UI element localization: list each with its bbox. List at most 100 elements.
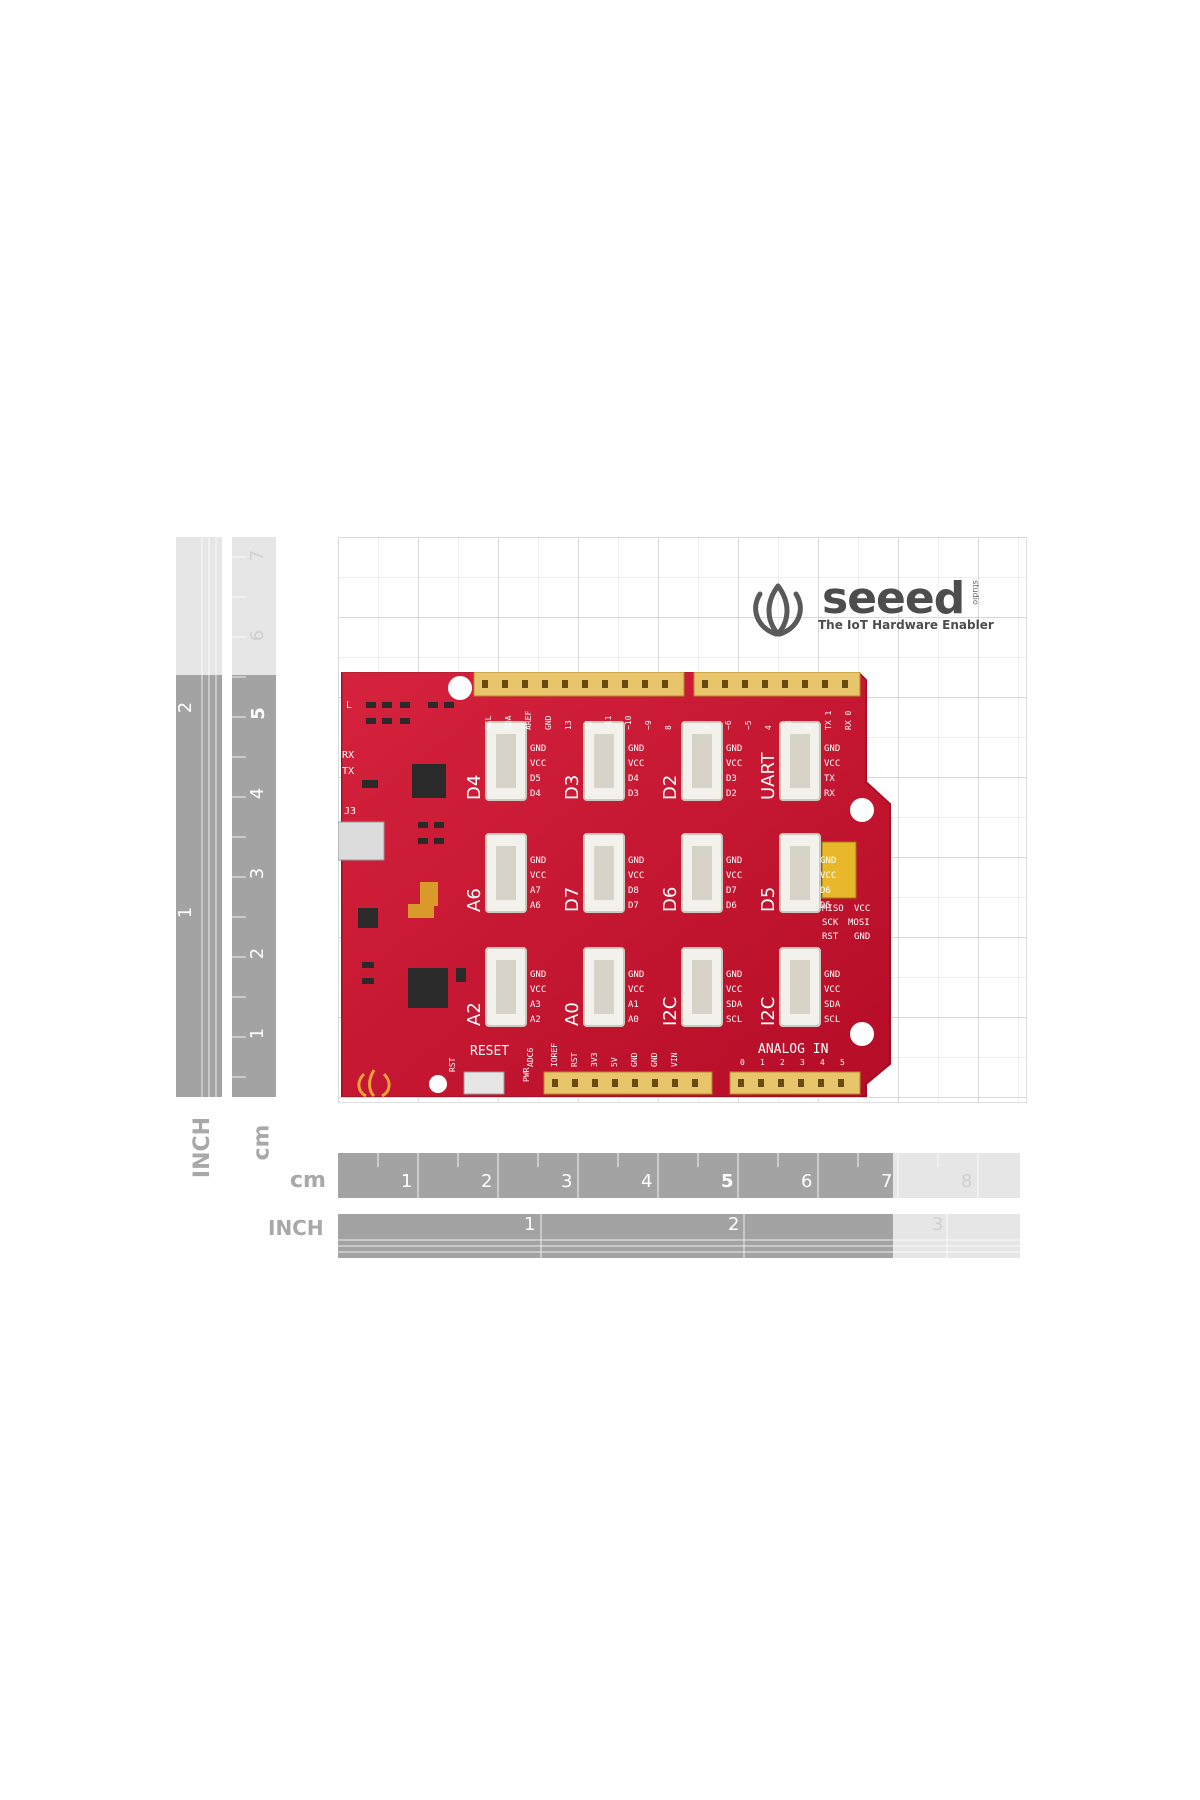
header-label: ~10 [624,715,633,730]
port-name-d4: D4 [464,774,485,800]
pin-label: D5 [530,774,541,784]
usb-chip [412,764,446,798]
pin-label: SDA [824,1000,841,1010]
pin-label: GND [726,856,743,866]
analog-number: 4 [820,1058,825,1067]
analog-in-label: ANALOG IN [758,1042,829,1057]
pin-label: GND [628,970,645,980]
horizontal-inch-ruler: 1 2 3 [338,1214,1020,1258]
led-l-label: L [346,700,353,711]
port-name-d6: D6 [660,886,681,912]
port-name-d5: D5 [758,886,779,912]
pin-label: SCL [726,1015,743,1025]
usb-j3-label: J3 [344,806,357,817]
mounting-hole [850,798,874,822]
capacitor [408,904,434,918]
pin-label: GND [530,970,547,980]
analog-number: 2 [780,1058,785,1067]
port-name-d3: D3 [562,774,583,800]
header-label: ~3 [784,720,793,730]
analog-number: 3 [800,1058,805,1067]
header-label: ~9 [644,720,653,730]
led-tx-label: TX [342,766,355,777]
mounting-hole [448,676,472,700]
vertical-inch-ruler: 2 1 [176,537,222,1097]
reset-button [463,1071,505,1095]
port-name-a0: A0 [562,1002,583,1026]
header-label: GND [650,1052,659,1067]
header-label: ~5 [744,720,753,730]
pwr-label: PWR [522,1067,531,1082]
icsp-label: GND [854,932,871,942]
pin-label: GND [530,744,547,754]
pin-label: A6 [530,901,541,911]
transistor [358,908,378,928]
pin-label: D4 [628,774,639,784]
port-name-i2c-2: I2C [758,996,779,1026]
pin-label: VCC [824,985,841,995]
header-label: 2 [804,725,813,730]
top-header-right [693,672,861,697]
header-label: TX 1 [824,710,833,730]
mounting-hole [429,1075,447,1093]
header-label: RX 0 [844,710,853,730]
header-label: 5V [610,1057,619,1067]
horizontal-cm-ruler: 1 2 3 4 5 6 7 8 [338,1153,1020,1198]
header-label: ~11 [604,715,613,730]
brand-name: seeed [822,573,965,624]
horizontal-inch-number: 2 [728,1214,740,1235]
cm-ruler-ticks-horizontal [377,1153,979,1198]
horizontal-inch-label: INCH [268,1216,324,1240]
pin-label: VCC [824,759,841,769]
horizontal-cm-number: 7 [881,1171,893,1192]
microcontroller-chip [408,968,448,1008]
brand-tagline: The IoT Hardware Enabler [818,618,994,632]
led-rx-label: RX [342,750,355,761]
horizontal-cm-number: 6 [801,1171,813,1192]
header-label: 8 [664,725,673,730]
pin-label: D6 [820,886,831,896]
pin-label: SCL [824,1015,841,1025]
board-logo-icon [357,1069,391,1097]
board-silkscreen: D4 D3 D2 UART A6 D7 D6 D5 A2 A0 I2C I2C … [338,672,898,1097]
vertical-cm-number: 2 [247,947,269,960]
seeed-logo-icon [753,583,803,637]
header-label: ~6 [724,720,733,730]
icsp-label: SCK [822,918,839,928]
bottom-header-power [543,1071,713,1095]
pin-label: A0 [628,1015,639,1025]
horizontal-cm-number: 2 [481,1171,493,1192]
header-label: IOREF [550,1042,559,1067]
pin-label: D7 [628,901,639,911]
pin-label: D6 [726,901,737,911]
pin-label: GND [530,856,547,866]
horizontal-cm-number: 5 [721,1171,734,1192]
icsp-label: RST [822,932,839,942]
port-name-a2: A2 [464,1002,485,1026]
vertical-inch-number: 1 [176,906,197,919]
horizontal-cm-number: 8 [961,1171,973,1192]
capacitor [420,882,438,906]
pin-label: D2 [726,789,737,799]
pin-label: A2 [530,1015,541,1025]
port-name-d7: D7 [562,886,583,912]
rst-label: RST [448,1057,457,1072]
header-label: GND [544,715,553,730]
vertical-cm-number: 6 [247,629,269,642]
port-name-i2c-1: I2C [660,996,681,1026]
analog-number: 5 [840,1058,845,1067]
vertical-cm-number: 3 [247,867,269,880]
vertical-inch-label: INCH [190,1116,216,1179]
icsp-label: VCC [854,904,871,914]
header-label: VIN [670,1052,679,1067]
vertical-cm-number: 1 [247,1027,269,1040]
port-name-d2: D2 [660,774,681,800]
vertical-cm-number: 7 [247,549,269,562]
mounting-hole [850,1022,874,1046]
inch-ruler-ticks [201,537,217,1097]
pin-label: VCC [530,759,547,769]
pin-label: D8 [628,886,639,896]
header-label: 4 [764,725,773,730]
header-label: 12 [584,720,593,730]
pin-label: A3 [530,1000,541,1010]
